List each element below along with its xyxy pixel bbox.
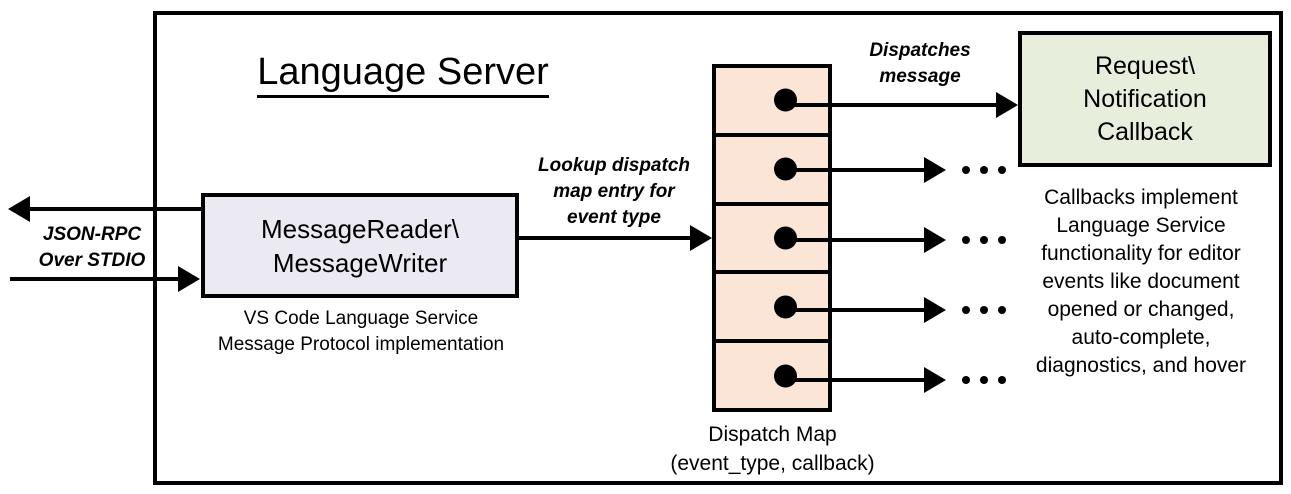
jsonrpc-label-line1: JSON-RPC [42, 224, 142, 245]
dispatch-row5-ellipsis [962, 376, 1006, 384]
jsonrpc-transport-label: JSON-RPC Over STDIO [12, 222, 172, 274]
request-notification-callback-box[interactable]: Request\ Notification Callback [1018, 31, 1272, 167]
ellipsis-dot-icon [998, 376, 1006, 384]
message-reader-writer-box[interactable]: MessageReader\ MessageWriter [201, 193, 519, 298]
message-rw-line1: MessageReader\ [261, 213, 459, 244]
dispatch-map-caption: Dispatch Map (event_type, callback) [645, 420, 900, 478]
dispatch-row4-arrowhead [924, 297, 946, 323]
dispatch-row5-arrowhead [924, 367, 946, 393]
dispatch-map-row-4[interactable] [716, 274, 828, 344]
lookup-label-line3: event type [567, 207, 661, 228]
dispatch-map-caption-line2: (event_type, callback) [670, 452, 875, 475]
dispatch-row1-line [780, 103, 998, 107]
dispatch-map-row-5[interactable] [716, 343, 828, 408]
bullet-dot-icon [774, 226, 797, 250]
lookup-dispatch-arrowhead [690, 225, 712, 251]
message-reader-writer-caption: VS Code Language Service Message Protoco… [190, 306, 532, 358]
callback-caption-line3: functionality for editor [1041, 242, 1241, 265]
dispatch-row3-ellipsis [962, 236, 1006, 244]
dispatch-row3-line [780, 238, 926, 242]
message-rw-caption-line2: Message Protocol implementation [217, 334, 505, 355]
inbound-jsonrpc-arrowhead [178, 266, 200, 292]
callback-caption-line7: diagnostics, and hover [1035, 354, 1247, 377]
dispatch-row4-ellipsis [962, 306, 1006, 314]
callback-caption: Callbacks implement Language Service fun… [1006, 184, 1276, 380]
ellipsis-dot-icon [998, 306, 1006, 314]
ellipsis-dot-icon [998, 166, 1006, 174]
callback-line3: Callback [1097, 117, 1193, 146]
ellipsis-dot-icon [980, 166, 988, 174]
ellipsis-dot-icon [980, 236, 988, 244]
dispatches-label-line2: message [879, 66, 961, 87]
dispatch-map-caption-line1: Dispatch Map [708, 423, 837, 446]
lookup-label-line2: map entry for [553, 181, 675, 202]
callback-caption-line1: Callbacks implement [1044, 186, 1238, 209]
callback-caption-line4: events like document [1042, 270, 1240, 293]
ellipsis-dot-icon [962, 306, 970, 314]
ellipsis-dot-icon [962, 166, 970, 174]
message-rw-caption-line1: VS Code Language Service [243, 308, 479, 329]
dispatch-row3-arrowhead [924, 227, 946, 253]
lookup-dispatch-line [519, 236, 691, 240]
jsonrpc-label-line2: Over STDIO [38, 250, 146, 271]
callback-line2: Notification [1083, 84, 1207, 113]
ellipsis-dot-icon [998, 236, 1006, 244]
callback-line1: Request\ [1094, 51, 1196, 80]
inbound-jsonrpc-line [10, 277, 180, 281]
dispatch-row2-arrowhead [924, 157, 946, 183]
lookup-dispatch-label: Lookup dispatch map entry for event type [516, 153, 712, 231]
ellipsis-dot-icon [962, 376, 970, 384]
callback-caption-line2: Language Service [1056, 214, 1226, 237]
bullet-dot-icon [774, 88, 797, 112]
lookup-label-line1: Lookup dispatch [538, 155, 690, 176]
language-server-boundary [153, 11, 1283, 485]
dispatches-message-label: Dispatches message [830, 38, 1010, 90]
message-rw-line2: MessageWriter [272, 247, 448, 278]
ellipsis-dot-icon [980, 306, 988, 314]
dispatch-row5-line [780, 378, 926, 382]
dispatch-row2-line [780, 168, 926, 172]
bullet-dot-icon [774, 295, 797, 319]
ellipsis-dot-icon [980, 376, 988, 384]
outbound-jsonrpc-arrowhead [8, 196, 30, 222]
page-title-text: Language Server [257, 51, 549, 98]
dispatch-map-row-3[interactable] [716, 206, 828, 275]
dispatch-row1-arrowhead [996, 92, 1018, 118]
page-title: Language Server [233, 49, 573, 98]
callback-caption-line6: auto-complete, [1071, 326, 1211, 349]
dispatches-label-line1: Dispatches [869, 40, 971, 61]
ellipsis-dot-icon [962, 236, 970, 244]
callback-caption-line5: opened or changed, [1047, 298, 1235, 321]
dispatch-row2-ellipsis [962, 166, 1006, 174]
dispatch-row4-line [780, 308, 926, 312]
outbound-jsonrpc-line [30, 207, 205, 211]
bullet-dot-icon [774, 364, 797, 388]
